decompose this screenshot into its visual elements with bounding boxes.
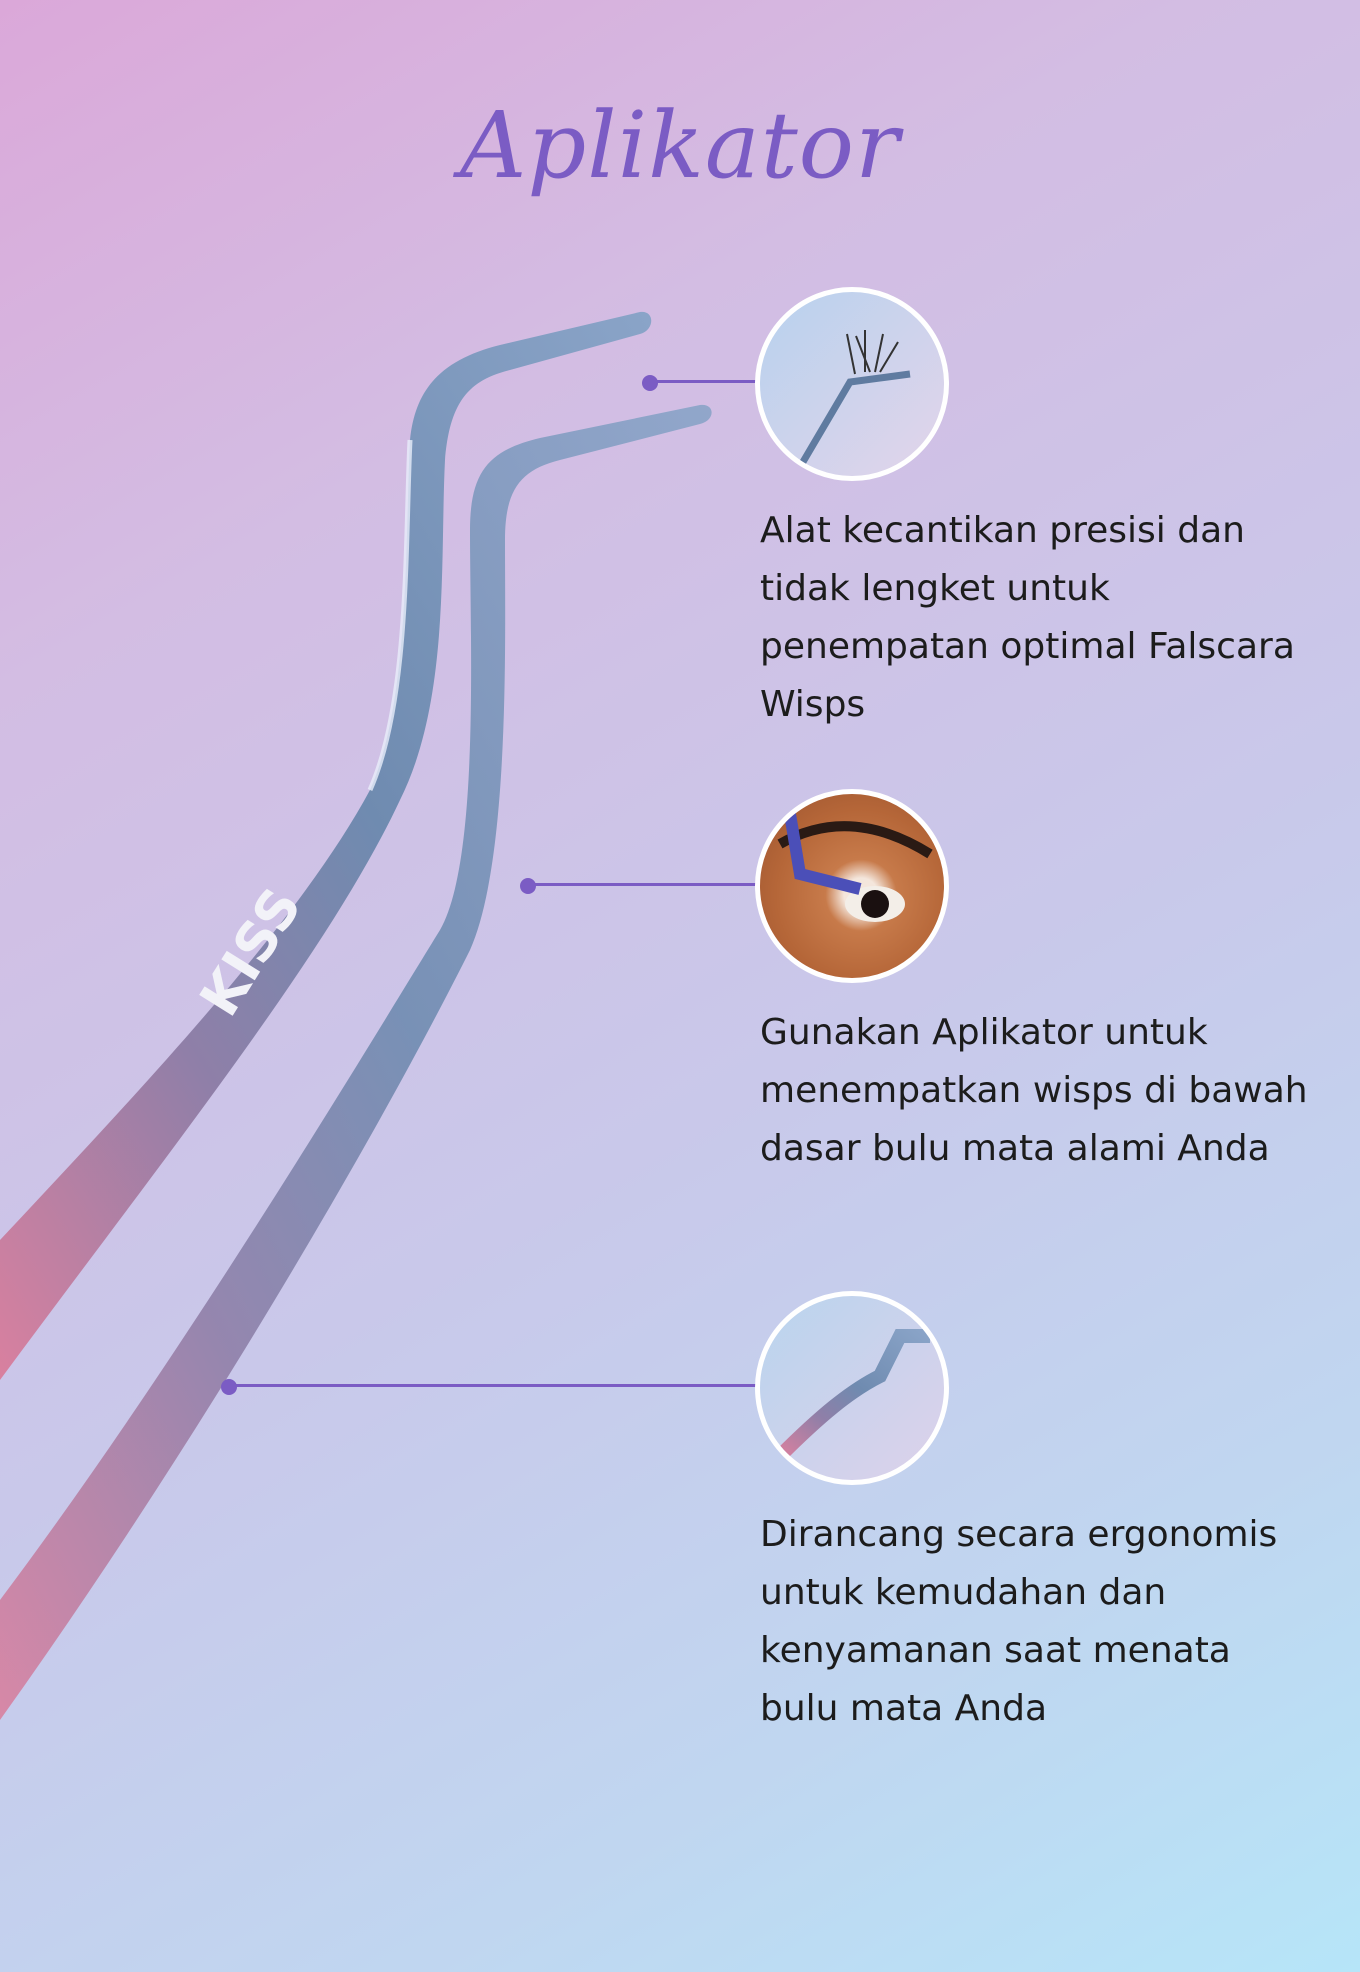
connector-line-2 [528, 883, 760, 886]
feature-text-1: Alat kecantikan presisi dan tidak lengke… [760, 510, 1295, 725]
connector-line-3 [229, 1384, 760, 1387]
feature-text-3: Dirancang secara ergonomis untuk kemudah… [760, 1514, 1278, 1729]
connector-line-1 [650, 380, 760, 383]
page-title: Aplikator [459, 92, 901, 199]
feature-text-2: Gunakan Aplikator untuk menempatkan wisp… [760, 1012, 1308, 1169]
tweezer-handle-icon [755, 1291, 949, 1485]
tweezer-tip-icon [755, 287, 949, 481]
eye-application-icon [755, 789, 949, 983]
connector-dot-2 [520, 878, 536, 894]
connector-dot-3 [221, 1379, 237, 1395]
connector-dot-1 [642, 375, 658, 391]
